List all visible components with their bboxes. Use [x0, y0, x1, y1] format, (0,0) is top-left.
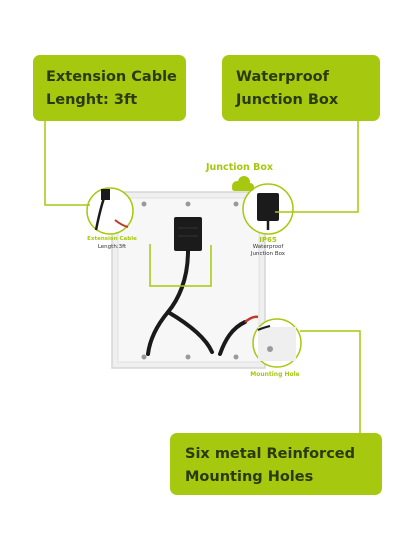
ip65-label: IP65: [259, 236, 277, 244]
mounting-holes: [141, 201, 239, 360]
junction-box-small-label: Junction Box: [250, 251, 286, 257]
junction-box-callout-line1: Waterproof: [236, 69, 329, 85]
mounting-hole-magnifier: [252, 318, 302, 368]
junction-box: [174, 217, 202, 251]
junction-box-title: Junction Box: [206, 162, 273, 173]
red-wire: [244, 315, 259, 323]
mounting-holes-callout-line2: Mounting Holes: [185, 469, 314, 485]
extension-cable-callout-line1: Extension Cable: [46, 69, 177, 85]
junction-box-callout: Waterproof Junction Box: [222, 55, 380, 121]
junction-box-callout-line2: Junction Box: [236, 92, 339, 108]
cloud-icon: [232, 176, 254, 191]
extension-cable-small-label: Extension Cable: [87, 236, 137, 242]
mounting-hole-label: Mounting Hole: [250, 371, 300, 378]
waterproof-small-label: Waterproof: [252, 244, 284, 250]
mounting-holes-callout-line1: Six metal Reinforced: [185, 446, 356, 462]
mounting-holes-callout: Six metal Reinforced Mounting Holes: [170, 433, 382, 495]
length-small-label: Length:3ft: [97, 244, 127, 250]
leader-lines: [44, 121, 361, 433]
extension-cable-magnifier: [86, 187, 134, 235]
cables: [146, 249, 247, 356]
extension-cable-callout-line2: Lenght: 3ft: [46, 92, 138, 108]
extension-cable-callout: Extension Cable Lenght: 3ft: [33, 55, 186, 121]
junction-box-magnifier: [242, 183, 294, 235]
